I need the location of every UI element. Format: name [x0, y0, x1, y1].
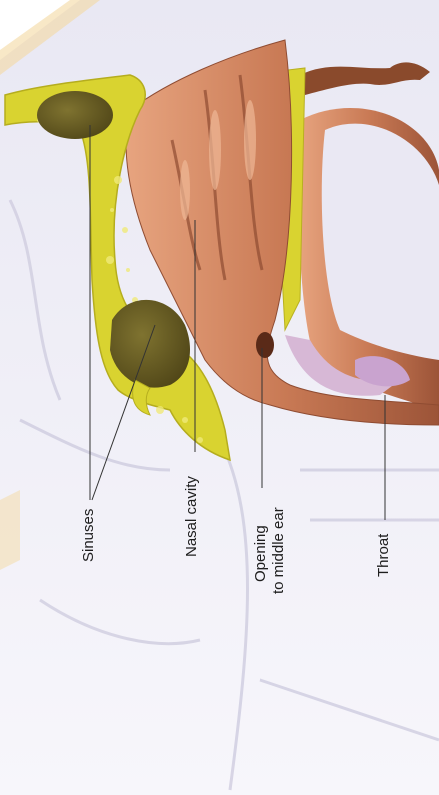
eustachian-opening [256, 332, 274, 358]
label-throat: Throat [375, 534, 393, 577]
pharynx-lumen [322, 124, 439, 360]
label-sinuses: Sinuses [80, 509, 98, 562]
label-opening-line1: Opening [252, 525, 270, 582]
label-nasal-cavity: Nasal cavity [183, 476, 201, 557]
side-accent [0, 490, 20, 570]
label-opening-line2: to middle ear [270, 507, 288, 594]
frontal-sinus [37, 91, 113, 139]
